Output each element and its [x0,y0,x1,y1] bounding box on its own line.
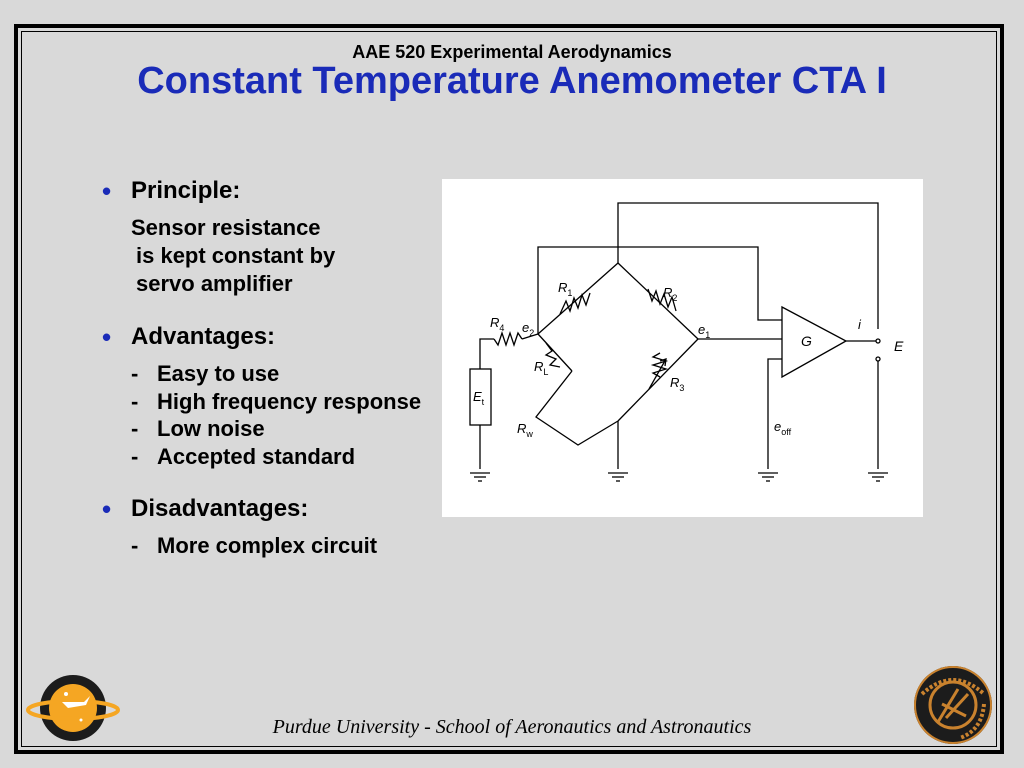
circuit-svg: R1 R2 R3 R4 RL Rw e2 e1 Et eoff G i E [469,202,904,482]
bullet-dot-icon: • [102,494,112,524]
principle-line: Sensor resistance [131,215,321,240]
r4-wire [521,333,539,340]
bullet-principle: • Principle: [102,176,432,206]
label-e2: e2 [522,320,534,338]
resistor-r2 [647,288,677,312]
label-r1: R1 [558,280,572,298]
bridge-edge-rl [537,333,573,372]
list-item: -High frequency response [131,388,422,414]
principle-heading: Principle: [131,177,241,204]
slide-content: • Principle: Sensor resistance is kept c… [102,176,432,560]
label-rw: Rw [517,421,533,439]
amplifier-g [781,305,848,379]
disadvantages-heading: Disadvantages: [131,495,309,522]
label-r2: R2 [663,285,677,303]
resistor-rl [544,342,561,368]
eoff-wire [767,358,782,469]
list-item: -More complex circuit [131,533,378,558]
output-terminal-top [875,338,881,344]
list-item: -Easy to use [131,361,280,386]
advantages-list: -Easy to use -High frequency response -L… [102,360,432,470]
principle-line: is kept constant by [136,243,336,268]
label-output: E [894,338,904,354]
resistor-r1 [559,292,591,315]
list-item: -Accepted standard [131,443,356,469]
bridge-edge-r1 [537,262,619,335]
slide-frame-outer [14,24,1004,754]
label-amplifier: G [801,333,812,349]
cta-circuit-diagram: R1 R2 R3 R4 RL Rw e2 e1 Et eoff G i E [442,179,923,517]
label-rl: RL [534,359,548,377]
r3-variable-arrow [648,358,667,390]
resistor-r4 [493,330,523,348]
footer-text: Purdue University - School of Aeronautic… [272,716,752,738]
purdue-university-seal [912,664,994,746]
label-r4: R4 [490,315,504,333]
principle-text: Sensor resistance is kept constant by se… [102,214,432,298]
disadvantages-list: -More complex circuit [102,532,432,560]
bullet-advantages: • Advantages: [102,322,432,352]
label-r3: R3 [670,375,684,393]
course-subtitle: AAE 520 Experimental Aerodynamics [352,42,672,62]
slide-frame-inner [21,31,997,747]
label-e1: e1 [698,322,710,340]
aeronautics-logo [26,672,120,744]
bridge-edge-r3 [617,338,699,422]
output-terminal-bottom [875,356,881,362]
resistor-r3 [650,352,669,378]
label-current: i [858,317,862,332]
label-eoff: eoff [774,419,792,437]
bullet-dot-icon: • [102,322,112,352]
bullet-disadvantages: • Disadvantages: [102,494,432,524]
et-top-wire [479,338,494,369]
advantages-heading: Advantages: [131,323,276,350]
feedback-wire-outer [617,202,879,329]
slide-title: Constant Temperature Anemometer CTA I [137,60,887,102]
bullet-dot-icon: • [102,176,112,206]
ground-symbols [470,472,888,482]
list-item: -Low noise [131,416,265,441]
label-et: Et [473,389,485,407]
feedback-wire-inner [537,246,782,334]
bridge-edge-r2 [617,262,699,340]
bridge-probe-loop [535,370,619,446]
principle-line: servo amplifier [136,271,293,296]
